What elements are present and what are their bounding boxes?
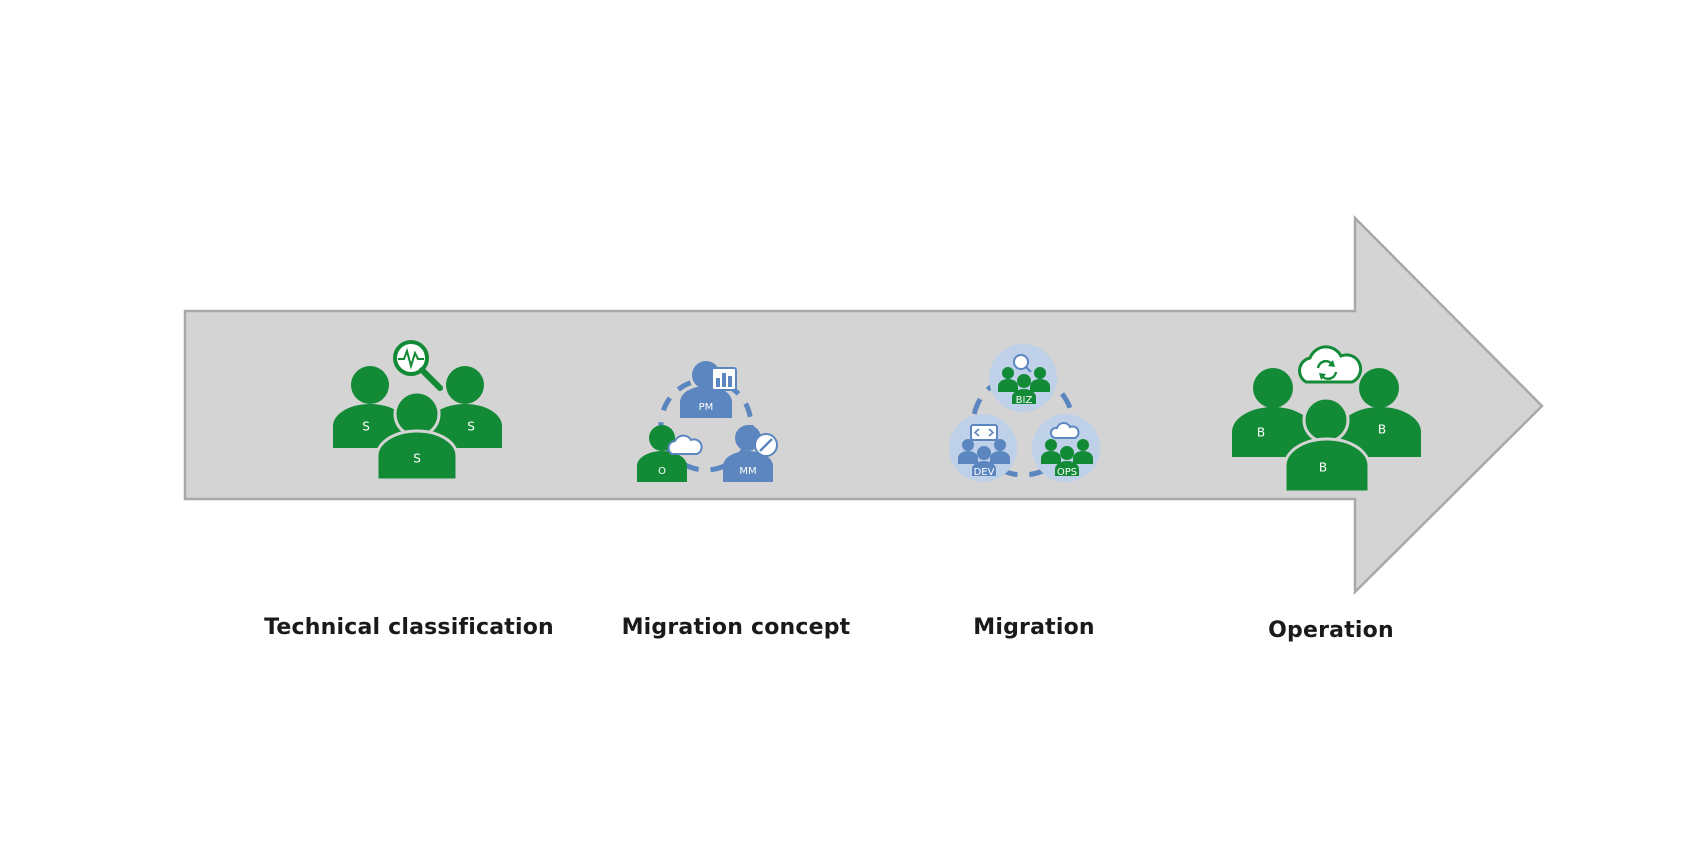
people-cloud-icon xyxy=(1232,345,1421,494)
stage-label-migration-concept: Migration concept xyxy=(621,615,851,640)
stage-label-operation: Operation xyxy=(1268,618,1394,643)
analytics-icon xyxy=(711,367,737,391)
badge-pm: PM xyxy=(699,402,714,413)
stage-label-technical-classification: Technical classification xyxy=(264,615,554,640)
cloud-refresh-icon xyxy=(1298,345,1363,384)
badge-b-center: B xyxy=(1319,461,1327,475)
people-search-icon xyxy=(333,340,502,482)
search-icon xyxy=(1013,354,1029,370)
cloud-sync-icon xyxy=(667,434,703,455)
badge-s-right: S xyxy=(467,420,475,434)
devops-cycle-icon xyxy=(949,344,1100,482)
cloud-icon xyxy=(1049,422,1080,439)
badge-b-right: B xyxy=(1378,423,1386,437)
badge-ops: OPS xyxy=(1057,467,1077,478)
badge-s-center: S xyxy=(413,452,421,466)
magnifier-pulse-icon xyxy=(393,340,443,391)
badge-mm: MM xyxy=(739,466,756,477)
compass-icon xyxy=(754,433,778,457)
stage-label-migration: Migration xyxy=(973,615,1095,640)
team-cycle-icon xyxy=(637,361,778,482)
badge-dev: DEV xyxy=(974,467,995,478)
process-arrow xyxy=(183,214,1544,596)
badge-s-left: S xyxy=(362,420,370,434)
badge-b-left: B xyxy=(1257,426,1265,440)
badge-biz: BIZ xyxy=(1016,395,1033,406)
badge-o: O xyxy=(658,466,666,477)
code-icon xyxy=(970,424,998,441)
